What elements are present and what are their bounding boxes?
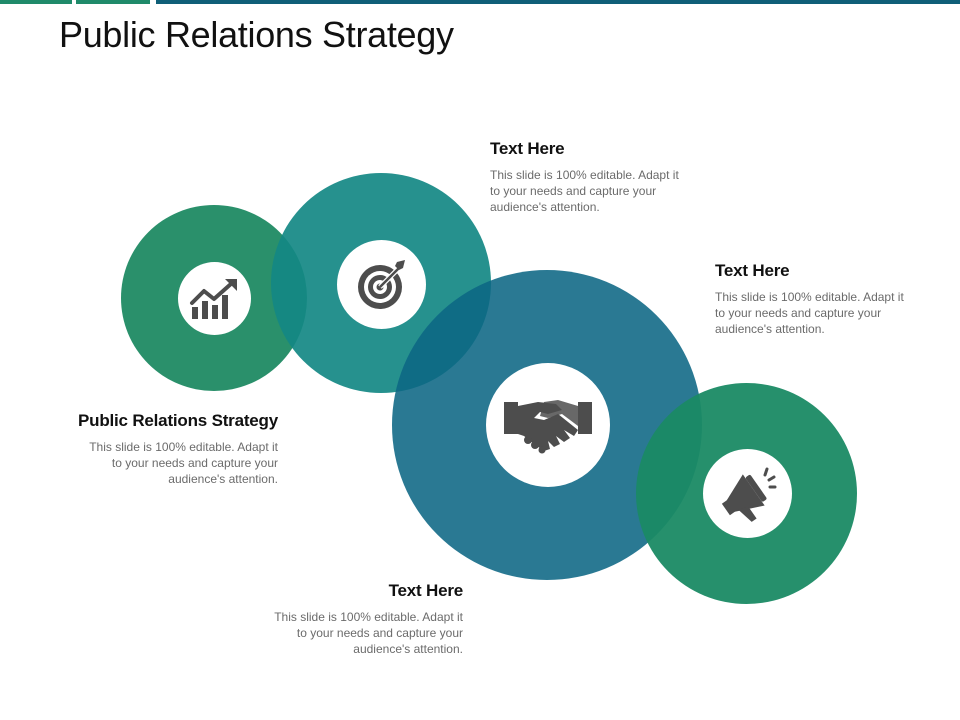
handshake-icon — [504, 400, 592, 454]
slide-title: Public Relations Strategy — [59, 14, 454, 55]
target-icon-disc — [337, 240, 426, 329]
growth-chart-icon — [189, 278, 237, 319]
block-body: This slide is 100% editable. Adapt it to… — [274, 610, 463, 656]
text-block-left: Public Relations Strategy This slide is … — [40, 411, 278, 487]
block-heading: Public Relations Strategy — [78, 411, 278, 430]
block-heading: Text Here — [715, 261, 790, 280]
handshake-icon-disc — [486, 363, 610, 487]
megaphone-icon-disc — [703, 449, 792, 538]
top-accent-bar-2 — [76, 0, 150, 4]
top-accent-bar-3 — [156, 0, 960, 4]
block-body: This slide is 100% editable. Adapt it to… — [715, 290, 904, 336]
block-heading: Text Here — [388, 581, 464, 600]
text-block-bottom: Text Here This slide is 100% editable. A… — [263, 581, 463, 657]
block-body: This slide is 100% editable. Adapt it to… — [89, 440, 278, 486]
target-icon — [357, 259, 405, 309]
top-accent-bar-1 — [0, 0, 72, 4]
block-heading: Text Here — [490, 139, 565, 158]
megaphone-icon — [721, 467, 776, 522]
text-block-top: Text Here This slide is 100% editable. A… — [490, 139, 690, 215]
growth-icon-disc — [178, 262, 251, 335]
text-block-right: Text Here This slide is 100% editable. A… — [715, 261, 915, 337]
block-body: This slide is 100% editable. Adapt it to… — [490, 168, 679, 214]
